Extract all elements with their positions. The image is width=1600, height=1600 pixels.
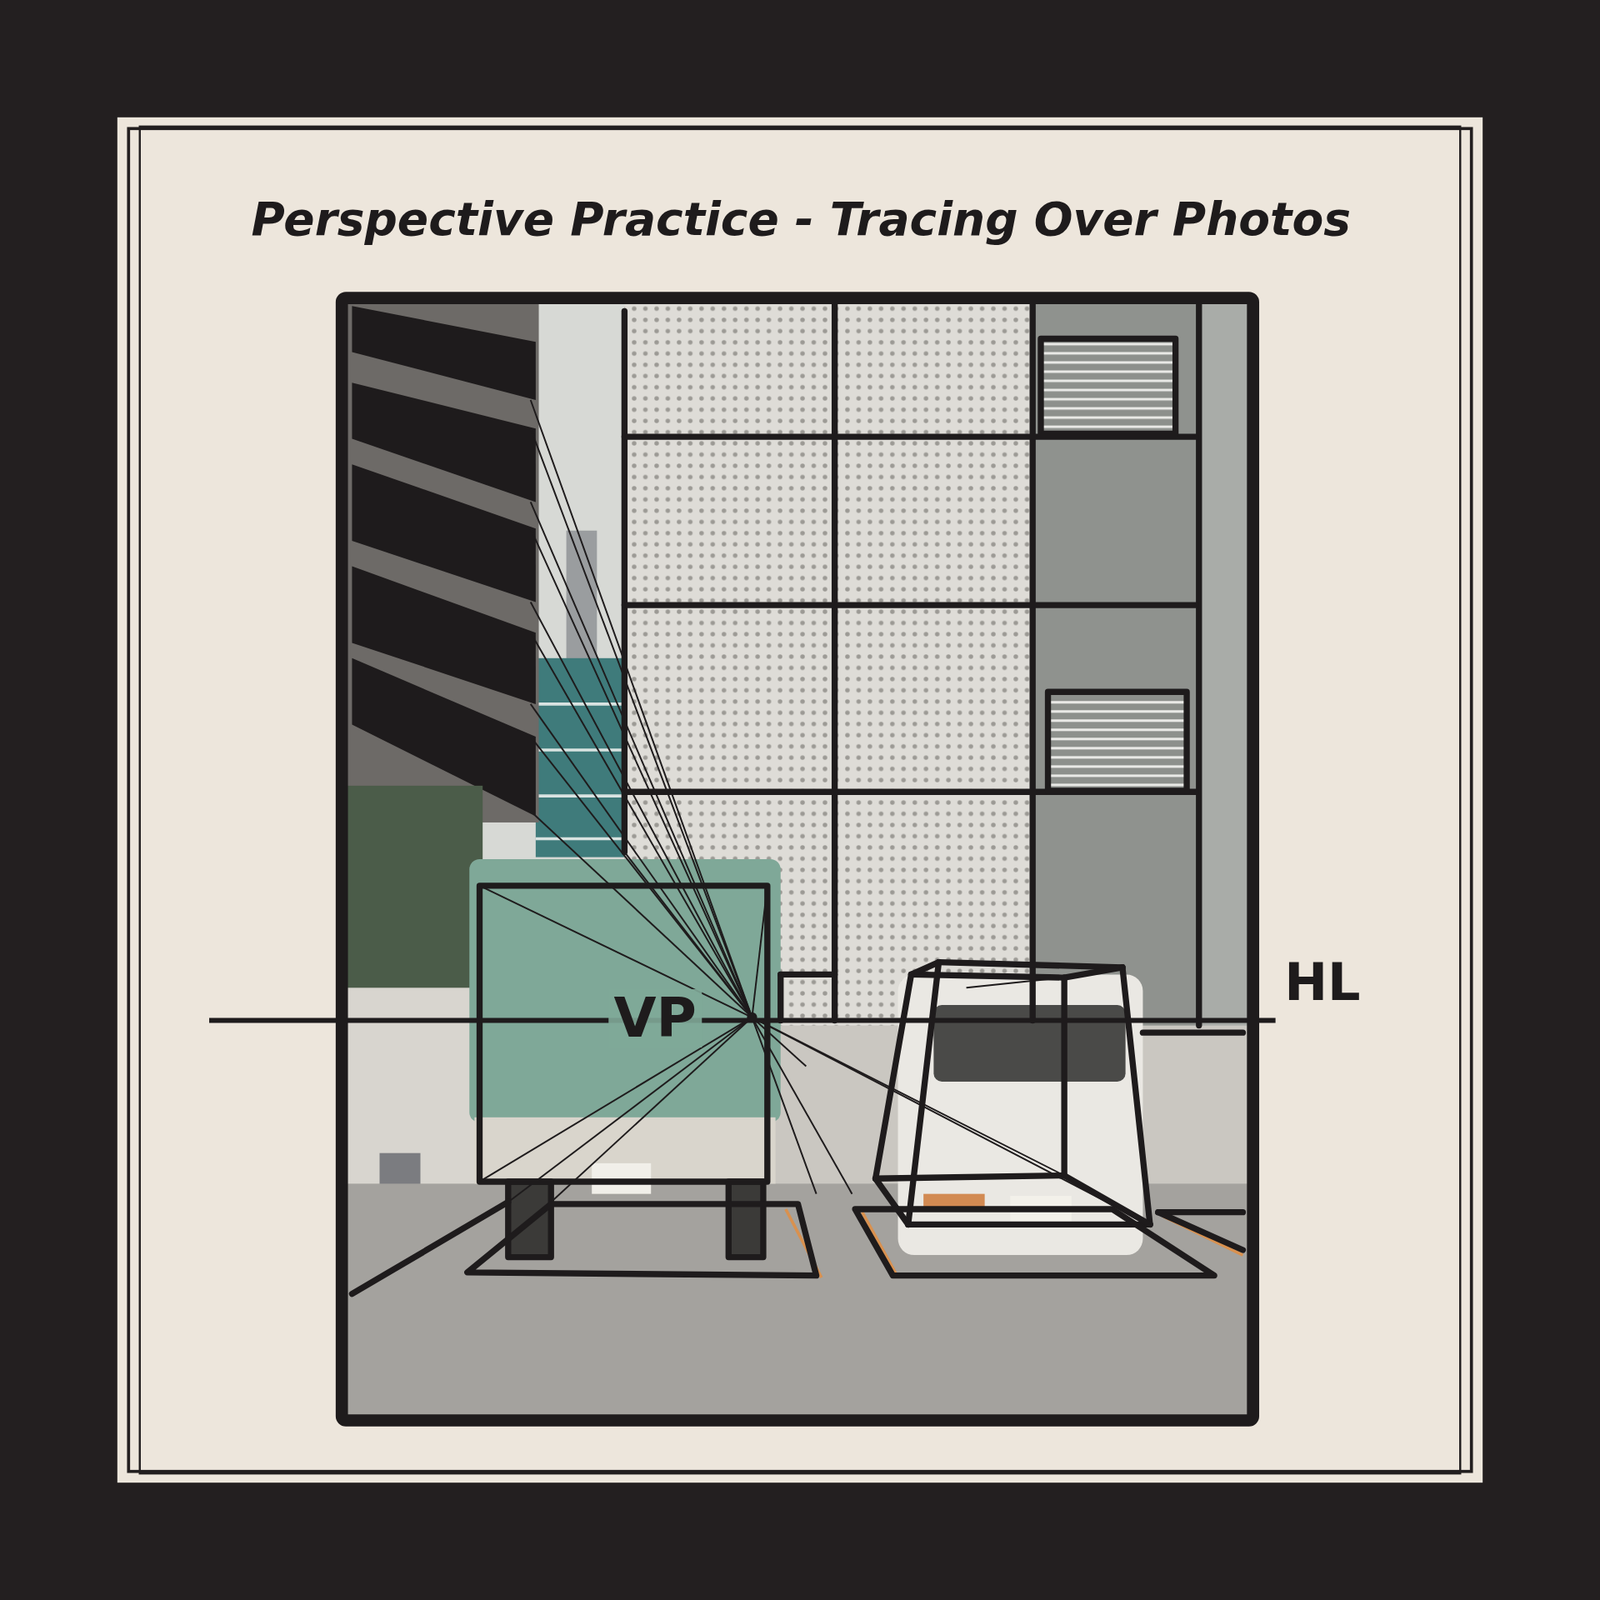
perspective-guide-lines-part	[530, 501, 753, 1017]
horizon-line-label: HL	[1279, 955, 1365, 1010]
traced-outlines-part	[1064, 1175, 1150, 1225]
traced-outlines	[351, 304, 1243, 1295]
photo-part	[1032, 304, 1201, 1029]
photo-part	[728, 1181, 764, 1255]
traced-outlines-part	[467, 1204, 817, 1276]
traced-outlines-part	[939, 962, 1123, 968]
traced-outlines-part	[1064, 967, 1123, 978]
perspective-guide-lines-part	[751, 1017, 1065, 1176]
photo-part	[1040, 339, 1176, 435]
traced-outlines-part	[351, 1201, 508, 1294]
perspective-guide-lines-part	[751, 1017, 816, 1195]
traced-outlines-part	[728, 1181, 764, 1258]
photo-part	[1199, 304, 1250, 1029]
traced-outlines-part	[831, 304, 838, 1021]
traced-outlines-part	[1030, 304, 1036, 1021]
traced-outlines-part	[1048, 691, 1188, 791]
perspective-guide-lines-part	[530, 632, 753, 1018]
photo-part	[345, 301, 540, 822]
traced-outlines-part	[1040, 339, 1176, 435]
traced-outlines-part	[908, 1221, 1150, 1228]
photo-part	[785, 1209, 1244, 1278]
vanishing-point-label: VP	[608, 989, 701, 1048]
photo-part	[345, 785, 483, 1016]
traced-outlines-part	[875, 974, 912, 1179]
photo-part	[1048, 691, 1188, 791]
traced-outlines-part	[777, 974, 784, 1020]
traced-outlines-part	[1142, 1030, 1243, 1036]
vanishing-point-dot	[746, 1012, 757, 1023]
traced-outlines-part	[875, 1175, 1065, 1180]
traced-outlines-part	[875, 1178, 909, 1225]
photo-part	[923, 1194, 985, 1209]
photo	[345, 301, 1250, 1416]
perspective-guide-lines-part	[530, 704, 753, 1018]
photo-part	[351, 305, 535, 816]
horizon-line	[209, 1017, 1276, 1023]
photo-part-part	[535, 794, 625, 798]
paper-panel	[117, 117, 1483, 1483]
outer-rule	[128, 128, 1471, 1471]
traced-outlines-part	[855, 1209, 1215, 1276]
photo-part-part	[535, 748, 625, 752]
perspective-guide-lines-part	[530, 601, 753, 1017]
perspective-guide-lines-part	[530, 428, 753, 1018]
traced-outlines-part	[621, 310, 628, 852]
page-title: Perspective Practice - Tracing Over Phot…	[251, 196, 1351, 243]
traced-outlines-part	[1060, 977, 1067, 1176]
perspective-guide-lines-part	[530, 736, 753, 1018]
perspective-guide-lines-part	[751, 1017, 1150, 1225]
perspective-guide-lines	[480, 400, 1150, 1225]
traced-outlines-part	[1158, 1209, 1244, 1215]
inner-rule	[140, 126, 1460, 1474]
traced-outlines-part	[780, 971, 835, 978]
traced-outlines-part	[1158, 1212, 1244, 1250]
photo-part-part	[351, 305, 535, 400]
photo-part	[345, 301, 1250, 1416]
photo-part	[508, 1181, 550, 1255]
traced-outlines-part	[624, 601, 1196, 608]
perspective-guide-lines-part	[530, 400, 753, 1018]
perspective-guide-lines-part	[530, 528, 753, 1018]
traced-outlines-part	[1122, 967, 1150, 1225]
traced-outlines-part	[480, 885, 768, 1182]
traced-outlines-part	[1195, 304, 1202, 1026]
photo-part-part	[862, 1212, 899, 1278]
photo-frame	[341, 298, 1253, 1421]
traced-outlines-part	[908, 962, 940, 1225]
perspective-guide-lines-part	[530, 810, 753, 1017]
